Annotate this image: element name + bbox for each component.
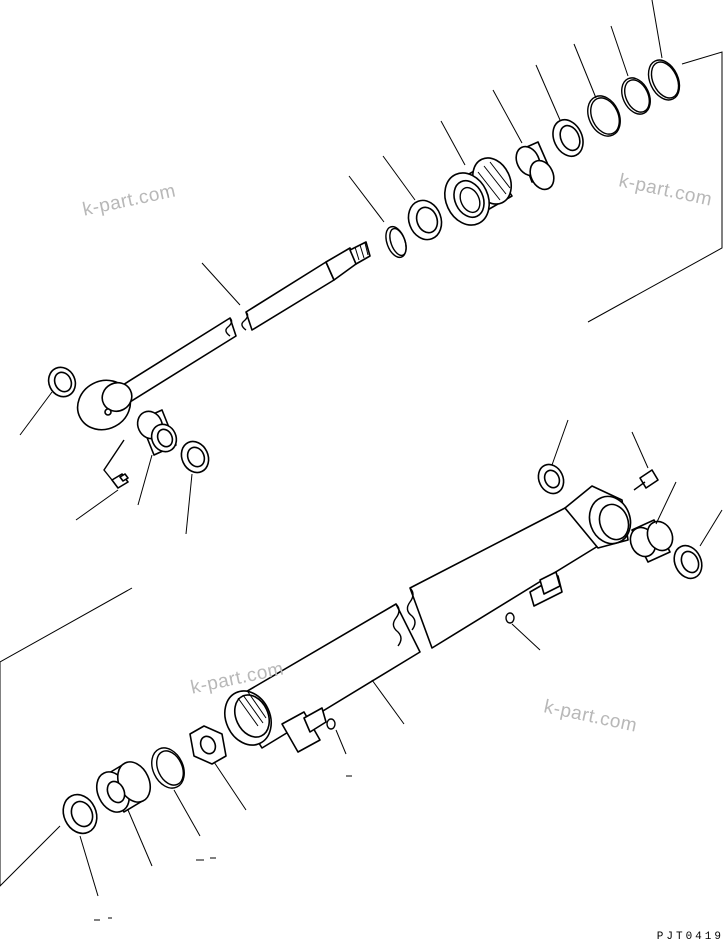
rod-grease-fitting [103, 439, 129, 489]
bottom-grease-fitting [633, 469, 659, 491]
leader-lines-upper [19, 0, 723, 535]
piston-seal [552, 118, 584, 158]
snap-ring [385, 225, 407, 259]
cushion-ring [407, 199, 443, 241]
leader-lines-lower [0, 419, 723, 921]
cylinder-head [224, 690, 272, 746]
head-bushing [95, 761, 152, 813]
rod-pin-bushing [136, 409, 178, 456]
wear-band [515, 141, 555, 191]
bottom-dust-seal [673, 544, 703, 580]
piston-rod [76, 241, 371, 431]
head-dust-seal [62, 793, 98, 835]
cylinder-tube [231, 485, 632, 749]
rod-dust-seal [180, 440, 210, 474]
o-ring [647, 59, 681, 101]
port-o-ring-tube [505, 612, 515, 624]
rod-bushing [47, 366, 77, 398]
bottom-bushing-top [537, 463, 565, 495]
backup-ring-1 [587, 95, 621, 137]
drawing-code: PJT0419 [656, 931, 724, 943]
piston-nut [189, 725, 227, 765]
lower-o-ring [151, 747, 185, 789]
bottom-pin-bushing [629, 519, 674, 563]
backup-ring-2 [621, 77, 651, 115]
port-o-ring-head [326, 718, 336, 730]
piston [444, 157, 513, 226]
head-port-elbow [281, 707, 327, 753]
